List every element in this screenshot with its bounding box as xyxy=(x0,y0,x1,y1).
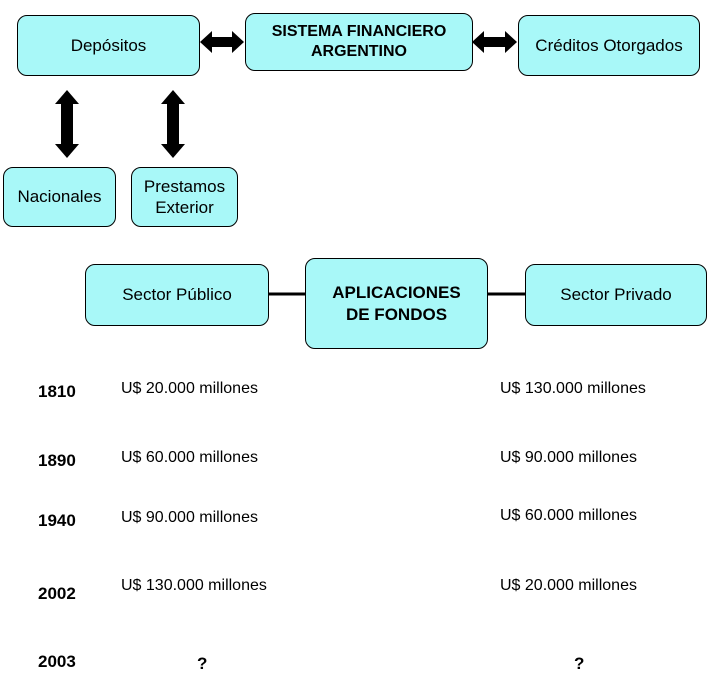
double-arrow xyxy=(161,90,185,158)
depositos-box: Depósitos xyxy=(17,15,200,76)
publico-value: ? xyxy=(197,654,208,673)
year-label: 2002 xyxy=(38,584,76,603)
sistema-financiero-box: SISTEMA FINANCIERO ARGENTINO xyxy=(245,13,473,71)
double-arrow xyxy=(200,31,244,53)
privado-value: U$ 20.000 millones xyxy=(500,577,637,594)
privado-value: U$ 60.000 millones xyxy=(500,507,637,524)
sector-publico-box: Sector Público xyxy=(85,264,269,326)
privado-value: ? xyxy=(574,654,585,673)
year-label: 1810 xyxy=(38,382,76,401)
publico-value: U$ 130.000 millones xyxy=(121,577,267,594)
year-label: 1890 xyxy=(38,451,76,470)
privado-value: U$ 90.000 millones xyxy=(500,449,637,466)
nacionales-box: Nacionales xyxy=(3,167,116,227)
double-arrow xyxy=(472,31,517,53)
publico-value: U$ 20.000 millones xyxy=(121,380,258,397)
year-label: 2003 xyxy=(38,652,76,671)
year-label: 1940 xyxy=(38,511,76,530)
publico-value: U$ 60.000 millones xyxy=(121,449,258,466)
aplicaciones-box: APLICACIONES DE FONDOS xyxy=(305,258,488,349)
double-arrow xyxy=(55,90,79,158)
privado-value: U$ 130.000 millones xyxy=(500,380,646,397)
publico-value: U$ 90.000 millones xyxy=(121,509,258,526)
sector-privado-box: Sector Privado xyxy=(525,264,707,326)
prestamos-exterior-box: Prestamos Exterior xyxy=(131,167,238,227)
creditos-box: Créditos Otorgados xyxy=(518,15,700,76)
